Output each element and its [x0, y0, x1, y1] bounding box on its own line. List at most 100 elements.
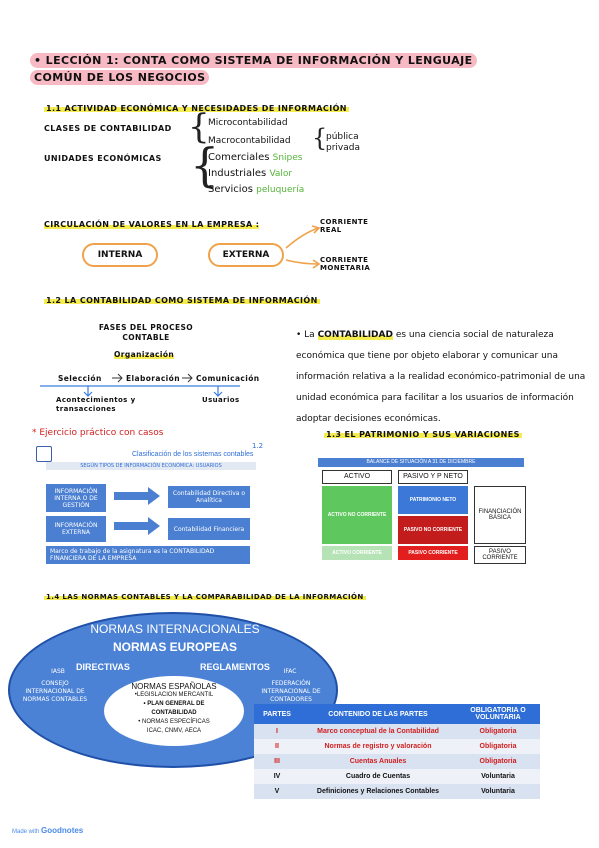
corriente-real-label: CORRIENTE REAL: [320, 218, 369, 234]
macro-label: Macrocontabilidad: [208, 136, 291, 146]
table-row: I Marco conceptual de la Contabilidad Ob…: [254, 724, 540, 739]
section-1-3-heading: 1.3 EL PATRIMONIO Y SUS VARIACIONES: [324, 430, 522, 439]
section-1-1-heading: 1.1 ACTIVIDAD ECONÓMICA Y NECESIDADES DE…: [44, 104, 349, 113]
espanolas-title: NORMAS ESPAÑOLAS: [131, 682, 217, 691]
activo-header: ACTIVO: [322, 470, 392, 484]
brace-clases: {: [188, 107, 210, 147]
clases-label: CLASES DE CONTABILIDAD: [44, 124, 172, 133]
comerciales-item: Comerciales Snipes: [208, 152, 302, 163]
ac-block: ACTIVO CORRIENTE: [322, 546, 392, 560]
pnc-block: PASIVO NO CORRIENTE: [398, 516, 468, 544]
normas-espanolas-ellipse: [104, 676, 244, 746]
arrow-sel-elab: [112, 373, 123, 383]
made-with-text: Made with: [12, 829, 40, 835]
part-content: Normas de registro y valoración: [300, 739, 456, 754]
lesson-title-line2: COMÚN DE LOS NEGOCIOS: [30, 70, 210, 85]
table-row: IV Cuadro de Cuentas Voluntaria: [254, 769, 540, 784]
slide-arrows: [114, 487, 160, 535]
part-status: Voluntaria: [456, 769, 540, 784]
university-logo-icon: [36, 446, 52, 462]
balance-diagram: BALANCE DE SITUACIÓN A 31 DE DICIEMBRE A…: [318, 458, 526, 568]
icac-item: ICAC, CNMV, AECA: [146, 728, 202, 734]
europeas-label: NORMAS EUROPEAS: [112, 640, 237, 654]
arrow-monetaria: [285, 259, 319, 265]
definition-prefix: • La: [296, 330, 318, 340]
slide-box-interna: INFORMACIÓN INTERNA O DE GESTIÓN: [46, 484, 106, 512]
table-row: III Cuentas Anuales Obligatoria: [254, 754, 540, 769]
parts-header-col: OBLIGATORIA O VOLUNTARIA: [456, 704, 540, 724]
section-1-4-heading-text: 1.4 LAS NORMAS CONTABLES Y LA COMPARABIL…: [44, 593, 366, 601]
industriales-label: Industriales: [208, 168, 267, 179]
industriales-example: Valor: [269, 169, 293, 179]
part-status: Voluntaria: [456, 784, 540, 799]
espanolas-content: NORMAS ESPAÑOLAS •LEGISLACION MERCANTIL …: [104, 682, 244, 736]
part-content: Marco conceptual de la Contabilidad: [300, 724, 456, 739]
table-row: II Normas de registro y valoración Oblig…: [254, 739, 540, 754]
corriente-monetaria-label: CORRIENTE MONETARIA: [320, 256, 371, 272]
pgc-item: • PLAN GENERAL DE CONTABILIDAD: [143, 701, 205, 716]
contabilidad-definition: • La CONTABILIDAD es una ciencia social …: [296, 325, 586, 430]
section-1-1-heading-text: 1.1 ACTIVIDAD ECONÓMICA Y NECESIDADES DE…: [44, 104, 349, 113]
part-number: IV: [254, 769, 300, 784]
part-number: V: [254, 784, 300, 799]
pn-block: PATRIMONIO NETO: [398, 486, 468, 514]
definition-keyword: CONTABILIDAD: [317, 330, 393, 340]
arrow-monetaria-head: [312, 259, 321, 269]
balance-title: BALANCE DE SITUACIÓN A 31 DE DICIEMBRE: [318, 458, 524, 467]
iasb-label: IASB: [51, 668, 65, 675]
elaboracion-label: Elaboración: [126, 374, 180, 383]
directivas-label: DIRECTIVAS: [76, 662, 130, 672]
part-number: III: [254, 754, 300, 769]
externa-pill: EXTERNA: [208, 243, 284, 267]
organizacion-label: Organización: [114, 350, 175, 359]
slide-res-analitica: Contabilidad Directiva o Analítica: [168, 486, 250, 508]
comunicacion-label: Comunicación: [196, 374, 260, 383]
parts-table: PARTES CONTENIDO DE LAS PARTES OBLIGATOR…: [254, 704, 540, 799]
slide-res-financiera: Contabilidad Financiera: [168, 518, 250, 540]
lesson-title-line1: • LECCIÓN 1: CONTA COMO SISTEMA DE INFOR…: [30, 53, 477, 68]
unidades-label: UNIDADES ECONÓMICAS: [44, 154, 162, 163]
part-content: Cuadro de Cuentas: [300, 769, 456, 784]
arrow-elab-com: [182, 373, 193, 383]
publica-label: pública: [326, 132, 359, 142]
section-1-3-heading-text: 1.3 EL PATRIMONIO Y SUS VARIACIONES: [324, 430, 522, 439]
servicios-label: Servicios: [208, 184, 253, 195]
circulacion-label: CIRCULACIÓN DE VALORES EN LA EMPRESA :: [44, 220, 260, 229]
parts-header-col: CONTENIDO DE LAS PARTES: [300, 704, 456, 724]
servicios-example: peluquería: [256, 185, 305, 195]
definition-text: es una ciencia social de naturaleza econ…: [296, 330, 586, 424]
slide-arrow-1: [114, 487, 160, 505]
section-1-2-heading: 1.2 LA CONTABILIDAD COMO SISTEMA DE INFO…: [44, 296, 320, 305]
fb-block: FINANCIACIÓN BÁSICA: [474, 486, 526, 544]
anc-block: ACTIVO NO CORRIENTE: [322, 486, 392, 544]
slide-footer: Marco de trabajo de la asignatura es la …: [46, 546, 250, 564]
servicios-item: Servicios peluquería: [208, 184, 304, 195]
pasivo-corriente-block: PASIVO CORRIENTE: [474, 546, 526, 564]
seleccion-label: Selección: [58, 374, 102, 383]
slide-title: Clasificación de los sistemas contables: [132, 451, 254, 458]
micro-label: Microcontabilidad: [208, 118, 288, 128]
slide-arrow-2: [114, 517, 160, 535]
part-status: Obligatoria: [456, 724, 540, 739]
iasb-desc: CONSEJO INTERNACIONAL DE NORMAS CONTABLE…: [22, 680, 88, 703]
interna-pill: INTERNA: [82, 243, 158, 267]
section-1-2-heading-text: 1.2 LA CONTABILIDAD COMO SISTEMA DE INFO…: [44, 296, 320, 305]
brace-macro: {: [312, 124, 328, 152]
plan-parts-table: PARTES CONTENIDO DE LAS PARTES OBLIGATOR…: [254, 704, 540, 799]
pasivo-pn-header: PASIVO Y P NETO: [398, 470, 468, 484]
legislacion-item: •LEGISLACION MERCANTIL: [134, 692, 214, 698]
slide-box-externa: INFORMACIÓN EXTERNA: [46, 516, 106, 542]
ifac-label: IFAC: [283, 668, 297, 675]
goodnotes-watermark: Made with Goodnotes: [12, 826, 83, 835]
brace-unidades: {: [190, 138, 220, 192]
part-status: Obligatoria: [456, 739, 540, 754]
arrow-real-head: [311, 225, 321, 234]
goodnotes-brand: Goodnotes: [41, 826, 84, 835]
organizacion-text: Organización: [114, 350, 175, 359]
part-content: Definiciones y Relaciones Contables: [300, 784, 456, 799]
circulacion-text: CIRCULACIÓN DE VALORES EN LA EMPRESA :: [44, 220, 260, 229]
usuarios-label: Usuarios: [202, 396, 240, 404]
internacionales-label: NORMAS INTERNACIONALES: [90, 622, 260, 636]
slide-number: 1.2: [252, 442, 264, 450]
acontecimientos-label: Acontecimientos y transacciones: [56, 396, 136, 413]
